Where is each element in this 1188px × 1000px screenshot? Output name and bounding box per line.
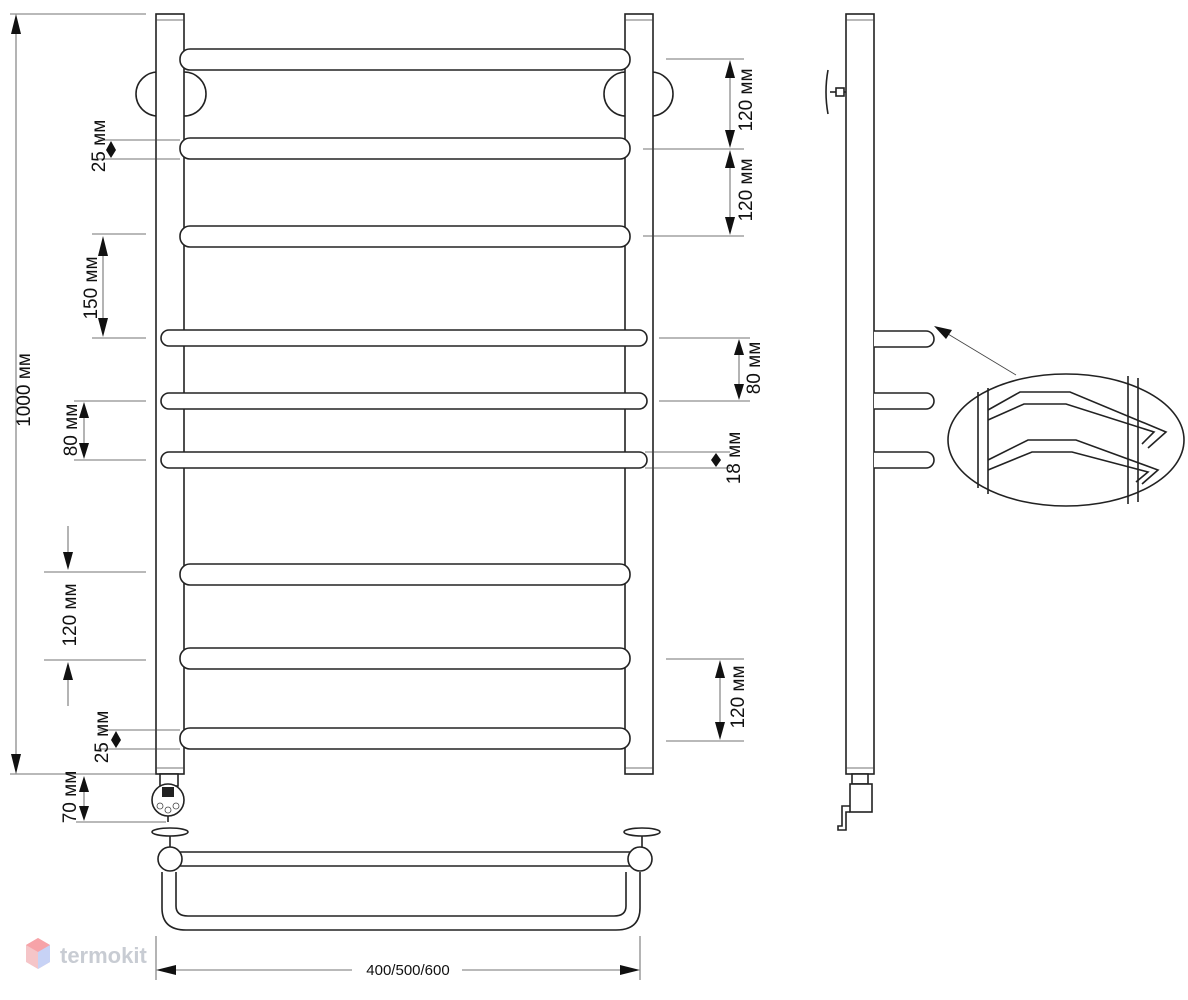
right-wall-bracket [603,71,627,117]
dim-width: 400/500/600 [366,962,449,979]
top-view [151,827,661,931]
side-shelf-rung [874,451,935,469]
top-left-flange [151,827,189,837]
dim-150: 150 мм [81,256,102,319]
front-view [135,13,674,822]
dim-80-right: 80 мм [744,342,765,395]
side-post [845,13,875,775]
dim-80-left: 80 мм [61,404,82,457]
rung [179,225,631,248]
side-wall-mount [825,69,829,115]
detail-callout [934,326,1185,507]
rungs-outer [160,329,648,469]
dim-120-right-1: 120 мм [736,68,757,131]
side-heater-unit [849,783,873,813]
dim-120-right-3: 120 мм [728,665,749,728]
rung [179,48,631,71]
dim-70: 70 мм [60,771,81,824]
shelf-rung [160,451,648,469]
dimensions-front: 1000 мм 25 мм 150 мм 80 мм 120 мм [10,13,765,824]
dim-25-top: 25 мм [89,120,110,173]
left-wall-bracket [135,71,159,117]
width-dimension: 400/500/600 [155,936,641,980]
heater-display [162,787,174,797]
top-left-joint [157,846,183,872]
rungs-inner [179,48,631,750]
dim-18: 18 мм [724,432,745,485]
detail-ellipse [947,373,1185,507]
rung [179,647,631,670]
side-shelf-rung [874,392,935,410]
side-shelf-rung [874,330,935,348]
dim-height-1000: 1000 мм [14,353,35,427]
top-right-joint [627,846,653,872]
dim-25-bottom: 25 мм [92,711,113,764]
rung [179,137,631,160]
dim-120-right-2: 120 мм [736,158,757,221]
rung [179,727,631,750]
top-right-flange [623,827,661,837]
brand-logo: termokit [26,938,147,969]
side-view [825,13,935,831]
brand-name: termokit [60,943,147,968]
shelf-rung [160,392,648,410]
dim-120-left: 120 мм [60,583,81,646]
shelf-rung [160,329,648,347]
rung [179,563,631,586]
